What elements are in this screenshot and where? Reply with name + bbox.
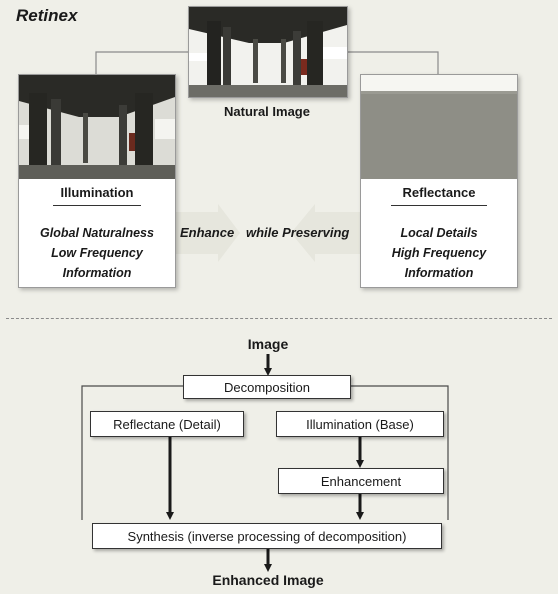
preserving-text: while Preserving xyxy=(246,225,350,240)
enhancement-box: Enhancement xyxy=(278,468,444,494)
reflectance-label: Reflectance xyxy=(402,185,476,200)
connector-lines xyxy=(95,51,439,262)
illumination-label: Illumination xyxy=(60,185,134,200)
page-title: Retinex xyxy=(16,6,78,25)
reflectance-image xyxy=(361,75,517,179)
enhanced-image-label: Enhanced Image xyxy=(212,572,324,588)
illumination-line-3: Information xyxy=(62,266,132,280)
preserve-arrow xyxy=(291,204,360,262)
enhance-arrow xyxy=(175,204,240,262)
illumination-line-1: Global Naturalness xyxy=(40,226,154,240)
illumination-description: Global Naturalness Low Frequency Informa… xyxy=(19,223,175,283)
section-divider xyxy=(6,318,552,319)
synthesis-box: Synthesis (inverse processing of decompo… xyxy=(92,523,442,549)
illumination-base-box: Illumination (Base) xyxy=(276,411,444,437)
reflectance-card: Reflectance Local Details High Frequency… xyxy=(360,74,518,288)
reflectance-line-3: Information xyxy=(404,266,474,280)
decomposition-box: Decomposition xyxy=(183,375,351,399)
reflectance-description: Local Details High Frequency Information xyxy=(361,223,517,283)
illumination-line-2: Low Frequency xyxy=(51,246,143,260)
reflectance-detail-box: Reflectane (Detail) xyxy=(90,411,244,437)
natural-image-label: Natural Image xyxy=(224,104,310,119)
flow-connectors xyxy=(81,354,449,572)
natural-image xyxy=(188,6,348,98)
enhance-text: Enhance xyxy=(180,225,235,240)
illumination-image xyxy=(19,75,175,179)
reflectance-line-1: Local Details xyxy=(400,226,478,240)
flow-image-label: Image xyxy=(247,336,289,352)
illumination-card: Illumination Global Naturalness Low Freq… xyxy=(18,74,176,288)
illumination-underline xyxy=(53,205,141,206)
reflectance-underline xyxy=(391,205,487,206)
reflectance-line-2: High Frequency xyxy=(391,246,487,260)
